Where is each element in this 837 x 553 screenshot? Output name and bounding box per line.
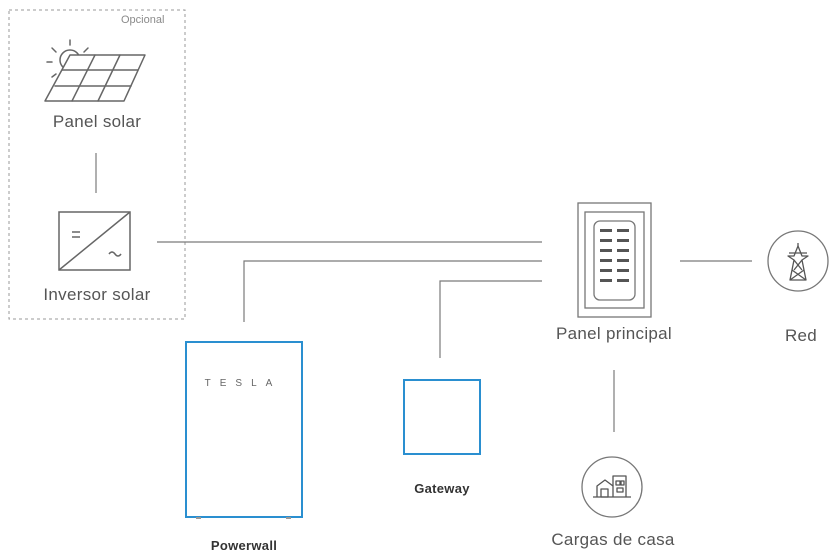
grid-label: Red — [784, 326, 818, 345]
optional-label: Opcional — [121, 14, 165, 26]
powerwall-brand: TESLA — [204, 378, 282, 389]
gateway-to-panel-line — [439, 280, 542, 358]
powerwall-icon — [185, 341, 303, 519]
powerwall-to-panel-line — [243, 260, 542, 322]
powerwall-label: Powerwall — [210, 538, 278, 553]
optional-region — [8, 9, 186, 320]
home-loads-label: Cargas de casa — [551, 530, 675, 549]
connection-lines — [157, 241, 752, 432]
solar-panel-label: Panel solar — [52, 112, 142, 131]
gateway-label: Gateway — [414, 481, 470, 496]
home-loads-icon — [581, 456, 643, 518]
inverter-icon — [58, 211, 131, 271]
main-panel-label: Panel principal — [555, 324, 673, 343]
gateway-icon — [403, 379, 481, 455]
inverter-label: Inversor solar — [43, 285, 151, 304]
transmission-tower-icon — [767, 230, 829, 292]
main-panel-icon — [577, 202, 652, 318]
solar-panel-icon — [44, 39, 146, 102]
